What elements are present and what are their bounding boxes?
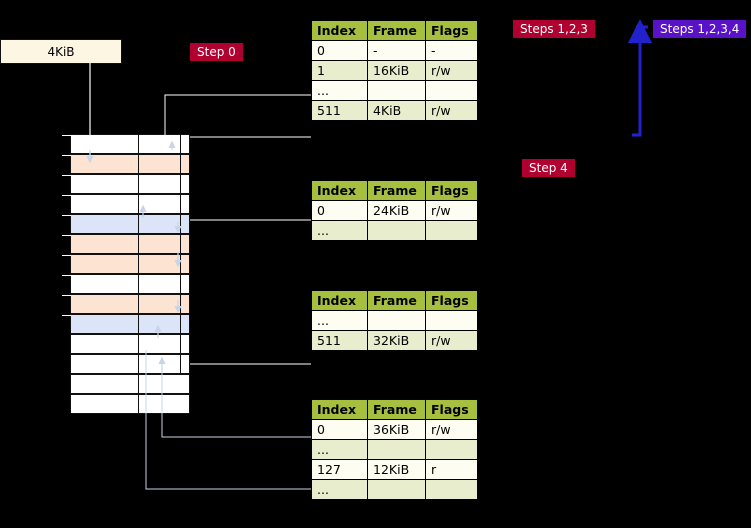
column-header-index: Index — [311, 399, 368, 420]
cell-index: 511 — [311, 100, 368, 121]
memory-row — [62, 274, 190, 294]
column-header-index: Index — [311, 290, 368, 311]
cell-frame: 12KiB — [367, 459, 426, 480]
memory-row — [62, 194, 190, 214]
cell-frame — [367, 80, 426, 101]
cell-frame: 24KiB — [367, 200, 426, 221]
cell-index: 1 — [311, 60, 368, 81]
memory-row — [62, 214, 190, 234]
cell-index: ... — [311, 439, 368, 460]
cell-frame: 16KiB — [367, 60, 426, 81]
cell-frame: 4KiB — [367, 100, 426, 121]
label-steps-123: Steps 1,2,3 — [512, 19, 596, 39]
cell-flags — [425, 479, 478, 500]
cell-frame — [367, 439, 426, 460]
cell-index: ... — [311, 310, 368, 331]
cell-index: 0 — [311, 419, 368, 440]
table-row: ... — [311, 439, 478, 460]
column-header-frame: Frame — [367, 399, 426, 420]
cell-frame: 36KiB — [367, 419, 426, 440]
cell-flags: r — [425, 459, 478, 480]
cell-frame: 32KiB — [367, 330, 426, 351]
column-header-flags: Flags — [425, 180, 478, 201]
table-row: ... — [311, 80, 478, 101]
page-table-level-1: Index Frame Flags 0 - - 1 16KiB r/w ... … — [311, 20, 478, 121]
cell-flags — [425, 220, 478, 241]
cell-flags: - — [425, 40, 478, 61]
cell-index: ... — [311, 80, 368, 101]
table-row: ... — [311, 220, 478, 241]
cell-index: 0 — [311, 200, 368, 221]
memory-block-label: 4KiB — [47, 44, 75, 59]
column-header-index: Index — [311, 180, 368, 201]
cell-index: 0 — [311, 40, 368, 61]
memory-row — [70, 354, 190, 374]
table-row: 511 32KiB r/w — [311, 330, 478, 351]
memory-row — [62, 154, 190, 174]
table-row: 0 36KiB r/w — [311, 419, 478, 440]
table-row: 511 4KiB r/w — [311, 100, 478, 121]
cell-flags: r/w — [425, 419, 478, 440]
cell-index: 127 — [311, 459, 368, 480]
memory-row — [70, 334, 190, 354]
memory-column-divider-2 — [180, 134, 181, 374]
physical-memory-column — [62, 134, 190, 415]
column-header-flags: Flags — [425, 399, 478, 420]
memory-row — [62, 314, 190, 334]
cell-frame: - — [367, 40, 426, 61]
cell-flags — [425, 439, 478, 460]
column-header-index: Index — [311, 20, 368, 41]
label-step-0: Step 0 — [189, 42, 244, 62]
cell-flags — [425, 310, 478, 331]
column-header-flags: Flags — [425, 20, 478, 41]
cell-index: 511 — [311, 330, 368, 351]
cell-frame — [367, 220, 426, 241]
table-row: 1 16KiB r/w — [311, 60, 478, 81]
table-row: 0 24KiB r/w — [311, 200, 478, 221]
memory-row — [62, 294, 190, 314]
cell-flags: r/w — [425, 100, 478, 121]
label-steps-1234: Steps 1,2,3,4 — [652, 19, 748, 39]
cell-flags — [425, 80, 478, 101]
cell-frame — [367, 310, 426, 331]
cell-index: ... — [311, 479, 368, 500]
memory-block-4kib: 4KiB — [0, 39, 122, 64]
column-header-flags: Flags — [425, 290, 478, 311]
table-row: ... — [311, 310, 478, 331]
memory-column-divider — [138, 134, 139, 415]
page-table-level-4: Index Frame Flags 0 36KiB r/w ... 127 12… — [311, 399, 478, 500]
column-header-frame: Frame — [367, 180, 426, 201]
table-row: ... — [311, 479, 478, 500]
memory-row — [62, 234, 190, 254]
page-table-level-2: Index Frame Flags 0 24KiB r/w ... — [311, 180, 478, 241]
memory-row — [70, 394, 190, 414]
cell-index: ... — [311, 220, 368, 241]
memory-row — [70, 374, 190, 394]
table-row: 0 - - — [311, 40, 478, 61]
page-table-level-3: Index Frame Flags ... 511 32KiB r/w — [311, 290, 478, 351]
memory-row — [62, 134, 190, 154]
cell-frame — [367, 479, 426, 500]
memory-row — [62, 254, 190, 274]
label-step-4: Step 4 — [521, 158, 576, 178]
column-header-frame: Frame — [367, 20, 426, 41]
cell-flags: r/w — [425, 60, 478, 81]
cell-flags: r/w — [425, 330, 478, 351]
cell-flags: r/w — [425, 200, 478, 221]
table-row: 127 12KiB r — [311, 459, 478, 480]
column-header-frame: Frame — [367, 290, 426, 311]
memory-row — [62, 174, 190, 194]
